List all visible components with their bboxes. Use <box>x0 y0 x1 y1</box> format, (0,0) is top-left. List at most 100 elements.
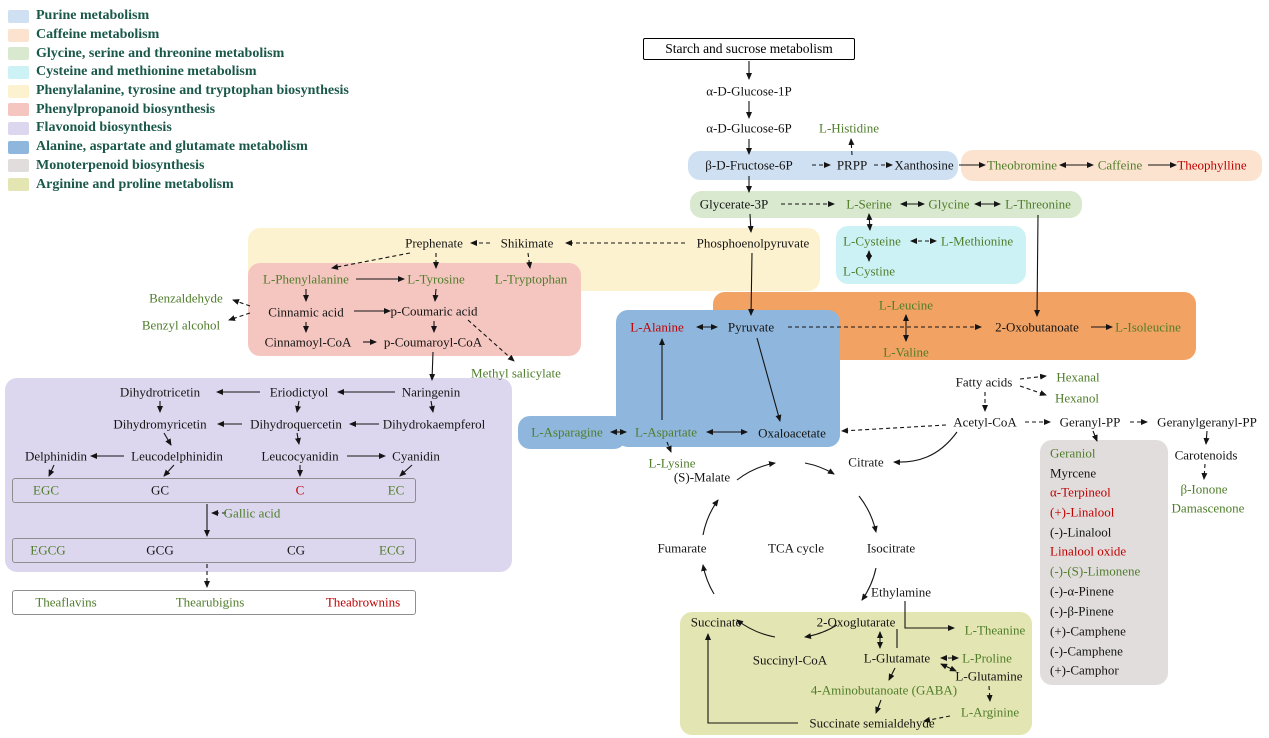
legend-label: Caffeine metabolism <box>36 27 160 43</box>
node-p-coumaroyl-coa: p-Coumaroyl-CoA <box>383 334 483 350</box>
legend-label: Flavonoid biosynthesis <box>36 120 172 136</box>
legend-swatch <box>8 47 29 61</box>
node-delphinidin: Delphinidin <box>24 448 88 464</box>
node-geranylgeranyl-pp: Geranylgeranyl-PP <box>1157 414 1257 430</box>
flavonoid-region <box>5 378 512 572</box>
legend-item: Purine metabolism <box>8 7 349 26</box>
legend-label: Cysteine and methionine metabolism <box>36 64 257 80</box>
node-leucocyanidin: Leucocyanidin <box>261 448 339 464</box>
legend-swatch <box>8 9 29 23</box>
legend-label: Phenylpropanoid biosynthesis <box>36 101 216 117</box>
node-beta-ionone: β-Ionone <box>1180 481 1228 497</box>
legend-item: Phenylalanine, tyrosine and tryptophan b… <box>8 82 349 101</box>
legend-swatch <box>8 178 29 192</box>
legend-item: Flavonoid biosynthesis <box>8 119 349 138</box>
node-gallic-acid: Gallic acid <box>223 505 281 521</box>
tca-cycle-label: TCA cycle <box>768 540 824 556</box>
node-pyruvate: Pyruvate <box>727 319 775 335</box>
node-pep: Phosphoenolpyruvate <box>696 235 810 251</box>
node-naringenin: Naringenin <box>401 384 461 400</box>
node-dihydromyricetin: Dihydromyricetin <box>113 416 207 432</box>
legend-item: Glycine, serine and threonine metabolism <box>8 44 349 63</box>
node-threonine: L-Threonine <box>1005 196 1071 212</box>
node-shikimate: Shikimate <box>500 235 554 251</box>
node-fructose-6p: β-D-Fructose-6P <box>705 157 793 173</box>
node-theaflavins: Theaflavins <box>35 594 97 610</box>
node-gaba: 4-Aminobutanoate (GABA) <box>810 682 958 698</box>
glycine-serine-threonine-region <box>690 191 1082 218</box>
node-tryptophan: L-Tryptophan <box>494 271 568 287</box>
node-egc: EGC <box>33 482 59 498</box>
node-c: C <box>295 482 305 498</box>
node-acetyl-coa: Acetyl-CoA <box>953 414 1017 430</box>
node-alpha-terpineol: α-Terpineol <box>1050 484 1111 500</box>
node-hexanal: Hexanal <box>1056 369 1100 385</box>
node-theanine: L-Theanine <box>964 622 1026 638</box>
node-isoleucine: L-Isoleucine <box>1115 319 1181 335</box>
legend-swatch <box>8 121 29 135</box>
node-cystine: L-Cystine <box>843 263 895 279</box>
node-cysteine: L-Cysteine <box>843 233 901 249</box>
node-oxaloacetate: Oxaloacetate <box>758 425 826 441</box>
legend-item: Arginine and proline metabolism <box>8 175 349 194</box>
monoterpenoid-region <box>1040 440 1168 685</box>
legend-label: Alanine, aspartate and glutamate metabol… <box>36 139 308 155</box>
node-prephenate: Prephenate <box>405 235 463 251</box>
node-linalool-oxide: Linalool oxide <box>1050 543 1127 559</box>
tea-pigments-box <box>12 590 416 615</box>
legend-item: Alanine, aspartate and glutamate metabol… <box>8 138 349 157</box>
node-alanine: L-Alanine <box>630 319 684 335</box>
node-thearubigins: Thearubigins <box>175 594 245 610</box>
node-succinate-semialdehyde: Succinate semialdehyde <box>809 715 935 731</box>
node-hexanol: Hexanol <box>1054 390 1100 406</box>
node-gcg: GCG <box>146 542 174 558</box>
starch-sucrose-metabolism-box: Starch and sucrose metabolism <box>643 38 855 60</box>
node-malate: (S)-Malate <box>673 469 731 485</box>
node-glycine: Glycine <box>928 196 970 212</box>
node-alpha-pinene: (-)-α-Pinene <box>1050 583 1114 599</box>
catechins-box <box>12 478 416 503</box>
node-dihydrotricetin: Dihydrotricetin <box>119 384 201 400</box>
gallated-catechins-box <box>12 538 416 563</box>
node-isocitrate: Isocitrate <box>866 540 916 556</box>
alanine-aspartate-glutamate-left-region <box>518 416 626 449</box>
node-plus-camphene: (+)-Camphene <box>1050 623 1126 639</box>
node-citrate: Citrate <box>848 454 884 470</box>
legend-item: Phenylpropanoid biosynthesis <box>8 100 349 119</box>
node-methyl-salicylate: Methyl salicylate <box>471 365 561 381</box>
legend-item: Cysteine and methionine metabolism <box>8 63 349 82</box>
node-fumarate: Fumarate <box>657 540 707 556</box>
legend-item: Monoterpenoid biosynthesis <box>8 157 349 176</box>
node-methionine: L-Methionine <box>940 233 1014 249</box>
node-plus-linalool: (+)-Linalool <box>1050 504 1115 520</box>
node-lysine: L-Lysine <box>648 455 696 471</box>
node-valine: L-Valine <box>883 344 929 360</box>
legend-item: Caffeine metabolism <box>8 26 349 45</box>
node-ethylamine: Ethylamine <box>871 584 931 600</box>
node-fatty-acids: Fatty acids <box>955 374 1013 390</box>
node-serine: L-Serine <box>846 196 892 212</box>
legend-label: Glycine, serine and threonine metabolism <box>36 45 285 61</box>
node-leucodelphinidin: Leucodelphinidin <box>131 448 223 464</box>
node-glutamate: L-Glutamate <box>863 650 931 666</box>
node-carotenoids: Carotenoids <box>1174 447 1238 463</box>
node-cg: CG <box>286 542 306 558</box>
node-phenylalanine: L-Phenylalanine <box>263 271 349 287</box>
legend-swatch <box>8 140 29 154</box>
node-glucose-6p: α-D-Glucose-6P <box>706 120 792 136</box>
node-geraniol: Geraniol <box>1050 445 1096 461</box>
node-oxoglutarate: 2-Oxoglutarate <box>816 614 896 630</box>
node-xanthosine: Xanthosine <box>894 157 954 173</box>
node-damascenone: Damascenone <box>1171 500 1245 516</box>
node-theabrownins: Theabrownins <box>325 594 401 610</box>
node-asparagine: L-Asparagine <box>531 424 603 440</box>
node-cinnamic-acid: Cinnamic acid <box>268 304 344 320</box>
node-p-coumaric-acid: p-Coumaric acid <box>390 303 478 319</box>
node-oxobutanoate: 2-Oxobutanoate <box>995 319 1079 335</box>
node-minus-linalool: (-)-Linalool <box>1050 524 1112 540</box>
node-dihydrokaempferol: Dihydrokaempferol <box>382 416 486 432</box>
node-camphor: (+)-Camphor <box>1050 662 1119 678</box>
node-minus-camphene: (-)-Camphene <box>1050 643 1123 659</box>
